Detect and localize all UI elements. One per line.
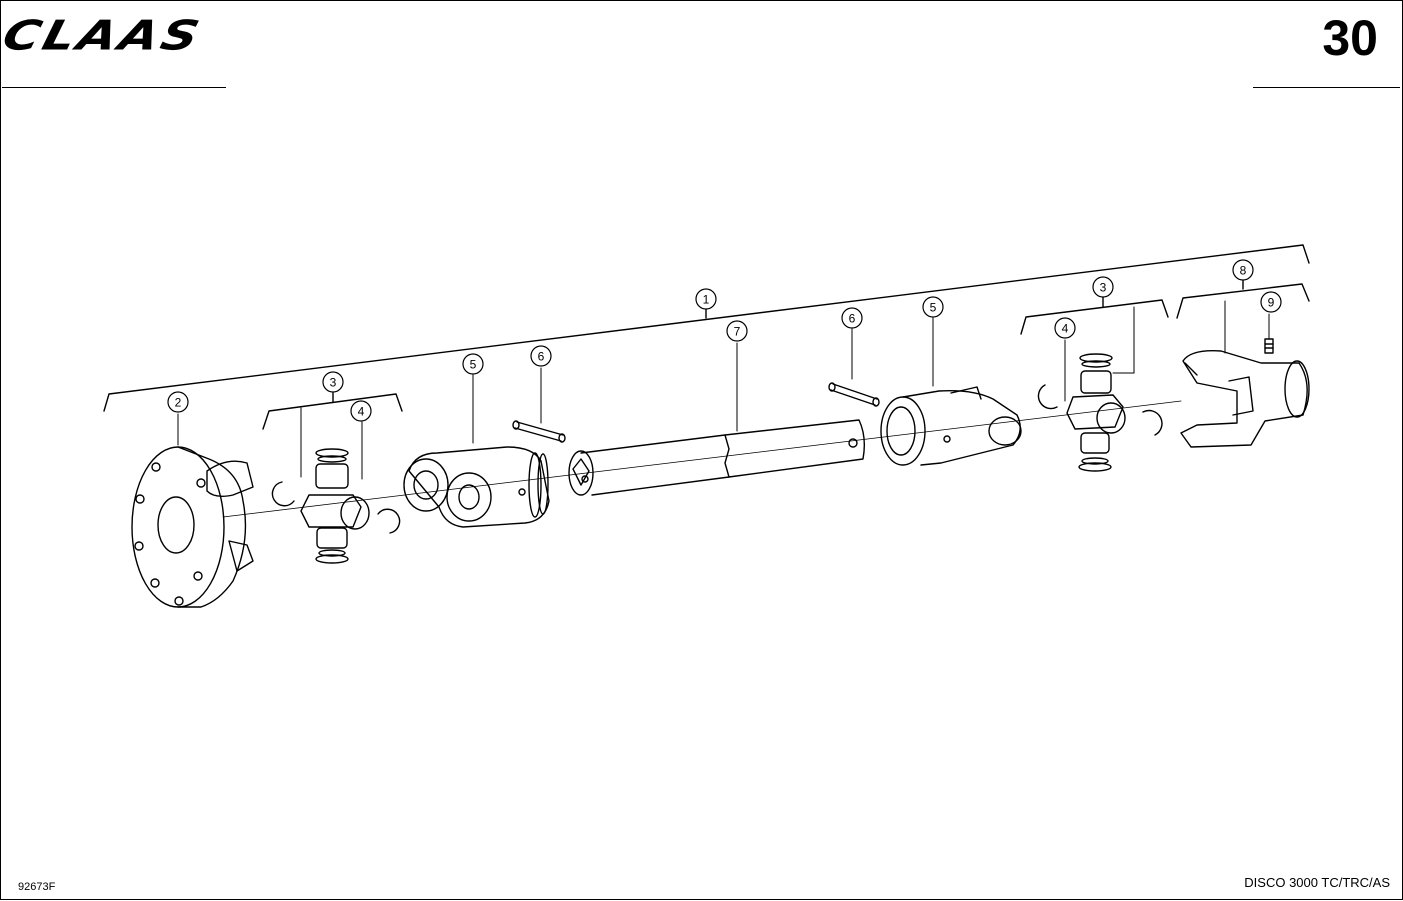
drawing-number: 92673F [18,881,56,893]
spring-pin-right [828,382,880,407]
callout-label: 5 [470,358,477,372]
callout-label: 4 [358,405,365,419]
callout-circlip-left: 4 [350,400,372,422]
end-yoke [1180,350,1310,448]
bracket-assembly-1 [103,244,1310,412]
callout-label: 5 [930,301,937,315]
bracket-end-yoke [1176,279,1310,319]
outer-tube-yoke [880,386,1022,466]
callout-label: 3 [1100,281,1107,295]
callout-cross-kit-left: 3 [322,371,344,393]
callout-label: 1 [703,293,710,307]
callout-layer: 1 2 3 4 5 6 7 6 5 3 4 8 9 [167,259,1282,422]
bracket-cross-kit-left [262,392,403,430]
callout-label: 8 [1240,264,1247,278]
inner-tube-yoke [403,446,550,528]
callout-spring-pin-right: 6 [841,307,863,329]
callout-spring-pin-left: 6 [530,345,552,367]
flange-yoke [131,446,254,608]
shaft-axis [222,400,1182,518]
callout-label: 4 [1062,322,1069,336]
callout-label: 7 [734,325,741,339]
cross-kit-right [1037,353,1163,472]
model-designation: DISCO 3000 TC/TRC/AS [1244,875,1390,890]
callout-grease-nipple: 9 [1260,291,1282,313]
callout-inner-tube-yoke: 5 [462,353,484,375]
callout-circlip-right: 4 [1054,317,1076,339]
header-rule-right [1253,87,1400,88]
callout-drive-shaft-assembly: 1 [695,288,717,310]
grease-nipple [1264,338,1274,354]
callout-label: 6 [849,312,856,326]
callout-cross-kit-right: 3 [1092,276,1114,298]
callout-label: 9 [1268,296,1275,310]
spring-pin-left [512,420,566,443]
callout-flange-yoke: 2 [167,391,189,413]
profile-tube [568,419,866,496]
callout-profile-tube: 7 [726,320,748,342]
callout-label: 3 [330,376,337,390]
callout-outer-tube-yoke: 5 [922,296,944,318]
callout-end-yoke: 8 [1232,259,1254,281]
cross-kit-left [271,448,401,564]
bracket-cross-kit-right [1020,296,1169,335]
page-number: 30 [1322,10,1378,66]
header-rule-left [2,87,226,88]
callout-label: 6 [538,350,545,364]
callout-label: 2 [175,396,182,410]
leader-lines [177,300,1270,480]
